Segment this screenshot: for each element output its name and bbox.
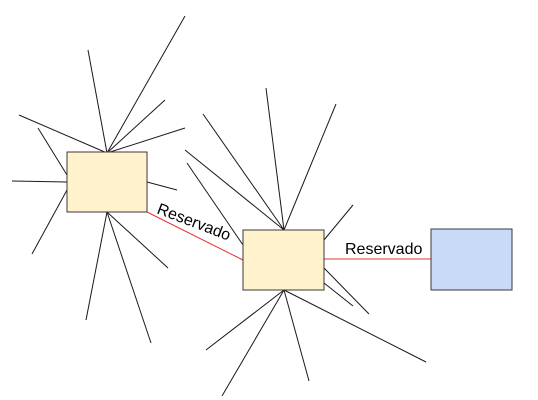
- spoke: [323, 204, 354, 241]
- node-left[interactable]: [66, 151, 148, 213]
- spoke: [186, 162, 244, 246]
- spoke: [265, 87, 285, 231]
- spoke: [283, 289, 310, 382]
- spoke: [221, 289, 285, 397]
- spoke: [87, 49, 108, 154]
- spoke: [323, 267, 370, 315]
- spoke: [106, 99, 166, 154]
- link-left-center: [146, 211, 244, 261]
- spokes-node-left: [11, 15, 186, 344]
- link-label-center-right: Reservado: [345, 241, 422, 258]
- spoke: [37, 127, 68, 176]
- spoke: [85, 211, 108, 321]
- spoke: [205, 289, 285, 351]
- spokes-node-center: [184, 87, 427, 397]
- spoke: [106, 211, 169, 269]
- spoke: [18, 114, 108, 154]
- spoke: [202, 113, 285, 231]
- reservation-links: [146, 211, 431, 261]
- node-center[interactable]: [242, 229, 325, 291]
- node-right[interactable]: [430, 228, 513, 291]
- spoke: [283, 289, 427, 363]
- spoke: [184, 149, 285, 231]
- spoke: [106, 211, 152, 344]
- spoke: [31, 189, 68, 255]
- spoke: [283, 103, 337, 231]
- spoke: [323, 282, 354, 307]
- spoke: [106, 127, 186, 154]
- spoke: [146, 181, 178, 191]
- spoke: [106, 15, 186, 154]
- spoke: [11, 180, 68, 183]
- link-label-left-center: Reservado: [155, 201, 233, 245]
